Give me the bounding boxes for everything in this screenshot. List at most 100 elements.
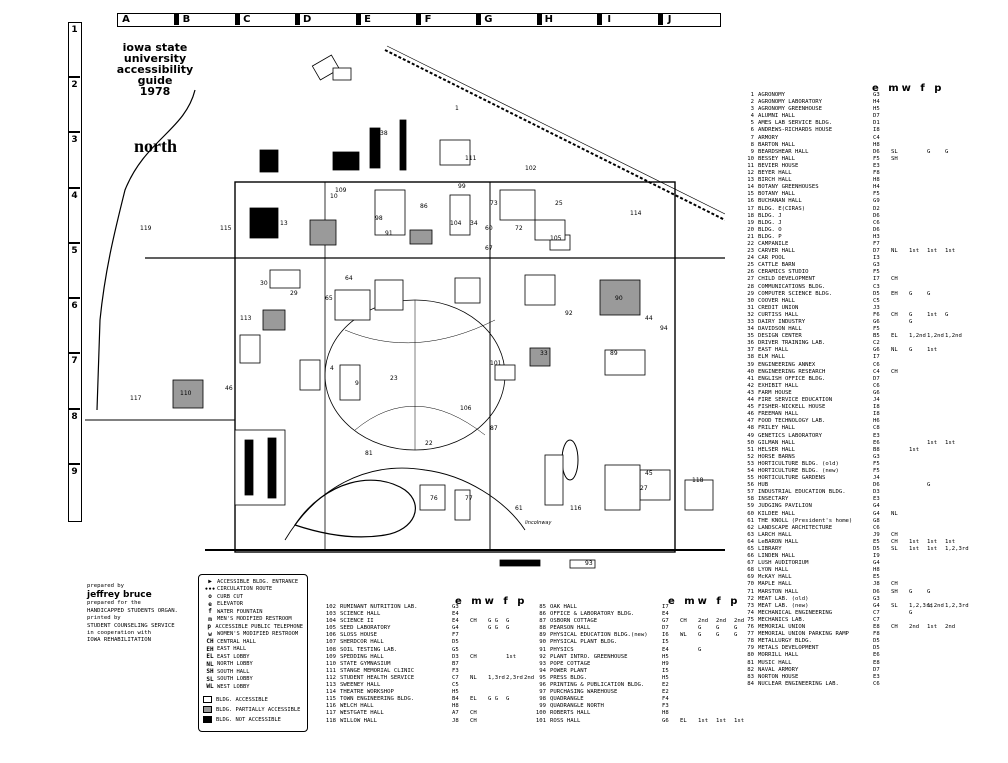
access-restroom xyxy=(927,362,945,369)
grid-ref: D7 xyxy=(873,248,880,255)
access-fountain xyxy=(945,284,963,291)
building-number: 59 xyxy=(747,503,754,510)
access-elevator xyxy=(488,611,506,618)
building-number: 98 xyxy=(539,696,546,703)
access-restroom xyxy=(927,220,945,227)
legend-text: EAST LOBBY xyxy=(217,653,250,660)
access-elevator xyxy=(909,92,927,99)
access-restroom xyxy=(716,710,734,717)
access-fountain xyxy=(734,647,752,654)
grid-ref: D3 xyxy=(873,489,880,496)
access-entrance xyxy=(891,567,909,574)
building-name: POWER PLANT xyxy=(550,667,588,674)
access-restroom: 1st xyxy=(927,538,938,545)
grid-ref: E3 xyxy=(873,496,880,503)
grid-ref: D6 xyxy=(873,482,880,489)
access-elevator xyxy=(909,503,927,510)
access-fountain xyxy=(945,184,963,191)
building-number: 30 xyxy=(747,297,754,304)
grid-ref: I6 xyxy=(662,632,669,639)
building-number: 85 xyxy=(539,604,546,610)
access-fountain xyxy=(945,269,963,276)
access-fountain xyxy=(945,390,963,397)
access-restroom xyxy=(927,156,945,163)
access-entrance: EL xyxy=(680,717,687,724)
access-entrance xyxy=(891,354,909,361)
access-restroom xyxy=(506,703,524,710)
building-number: 20 xyxy=(747,226,754,233)
building-number: 112 xyxy=(325,674,336,681)
access-fountain xyxy=(945,475,963,482)
access-restroom xyxy=(927,127,945,134)
access-elevator xyxy=(698,675,716,682)
access-elevator: 1,2nd xyxy=(909,333,926,340)
building-name: BEYER HALL xyxy=(758,170,792,177)
grid-ref: F5 xyxy=(873,191,880,198)
building-number: 67 xyxy=(747,560,754,567)
building-number: 114 xyxy=(325,689,336,696)
building-number: 57 xyxy=(747,489,754,496)
access-restroom xyxy=(927,262,945,269)
access-entrance: CH xyxy=(470,618,477,625)
access-restroom xyxy=(927,198,945,205)
building-name: MAPLE HALL xyxy=(758,581,792,588)
access-restroom xyxy=(927,276,945,283)
access-elevator xyxy=(909,149,927,156)
access-entrance xyxy=(891,461,909,468)
access-entrance xyxy=(891,269,909,276)
building-name: PURCHASING WAREHOUSE xyxy=(550,689,618,696)
access-elevator xyxy=(909,617,927,624)
grid-ref: E5 xyxy=(873,538,880,545)
access-elevator xyxy=(909,177,927,184)
access-fountain xyxy=(945,425,963,432)
grid-ref: C4 xyxy=(873,368,880,375)
access-restroom xyxy=(927,596,945,603)
access-entrance xyxy=(680,696,698,703)
grid-ref: H5 xyxy=(662,653,669,660)
map-building-label: 104 xyxy=(450,220,462,227)
access-fountain xyxy=(734,682,752,689)
legend-text: CIRCULATION ROUTE xyxy=(217,586,273,593)
grid-ref: J4 xyxy=(873,397,880,404)
grid-ref: I7 xyxy=(873,276,880,283)
grid-ref: G3 xyxy=(452,604,459,610)
access-elevator xyxy=(698,689,716,696)
access-restroom xyxy=(927,631,945,638)
access-entrance xyxy=(891,113,909,120)
building-name: ENGLISH OFFICE BLDG. xyxy=(758,375,826,382)
access-fountain xyxy=(945,503,963,510)
access-elevator xyxy=(909,142,927,149)
access-restroom xyxy=(927,390,945,397)
building-number: 77 xyxy=(747,631,754,638)
map-legend: ▶ACCESSIBLE BLDG. ENTRANCE•••CIRCULATION… xyxy=(198,574,308,732)
access-restroom xyxy=(927,511,945,518)
map-building-label: 87 xyxy=(490,425,498,432)
title-line-3: 1978 xyxy=(139,85,171,98)
access-fountain xyxy=(945,447,963,454)
access-entrance xyxy=(891,298,909,305)
map-building-label: 34 xyxy=(470,220,478,227)
grid-ref: E2 xyxy=(662,682,669,689)
access-entrance xyxy=(891,645,909,652)
access-entrance xyxy=(891,227,909,234)
building-name: BEVIER HOUSE xyxy=(758,162,799,169)
column-divider xyxy=(234,14,240,25)
building-name: PRINTING & PUBLICATION BLDG. xyxy=(550,682,645,689)
grid-ref: C6 xyxy=(873,524,880,531)
